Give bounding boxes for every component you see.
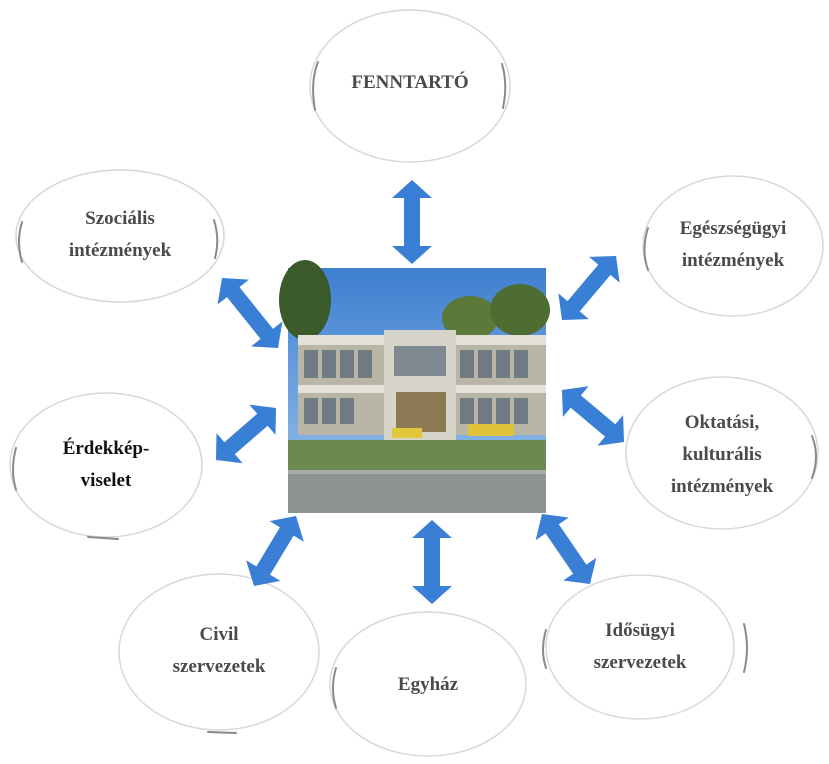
node-fenntarto: FENNTARTÓ [309,9,511,163]
arrow-civil [246,516,304,586]
node-szocialis-line-1: Szociális [85,208,155,229]
svg-text:viselet: viselet [81,470,132,491]
node-fenntarto-line-1: FENNTARTÓ [351,71,468,93]
svg-text:Egészségügyi: Egészségügyi [680,218,787,239]
node-idosugyi-line-1: Idősügyi [605,620,675,641]
svg-text:Idősügyi: Idősügyi [605,620,675,641]
arrow-erdekkep [216,404,276,464]
arrow-idosugyi [535,514,597,584]
arrow-egyhaz [412,520,452,604]
svg-text:Szociális: Szociális [85,208,155,229]
node-egeszsegugyi: Egészségügyi intézmények [642,175,824,317]
node-egeszsegugyi-line-2: intézmények [682,250,785,271]
node-erdekkep-line-2: viselet [81,470,132,491]
node-civil: Civil szervezetek [118,573,320,734]
svg-text:Civil: Civil [199,624,238,645]
svg-text:intézmények: intézmények [69,240,172,261]
node-idosugyi-line-2: szervezetek [594,652,687,673]
node-oktatasi-line-1: Oktatási, [685,412,760,433]
node-szocialis-line-2: intézmények [69,240,172,261]
connector-arrows [216,180,624,604]
node-civil-line-1: Civil [199,624,238,645]
node-egyhaz-line-1: Egyház [398,674,459,695]
svg-text:Érdekkép-: Érdekkép- [63,437,150,459]
svg-text:szervezetek: szervezetek [594,652,687,673]
svg-text:FENNTARTÓ: FENNTARTÓ [351,71,468,93]
node-civil-line-2: szervezetek [173,656,266,677]
node-erdekkep-line-1: Érdekkép- [63,437,150,459]
svg-text:kulturális: kulturális [682,444,761,465]
node-oktatasi-line-2: kulturális [682,444,761,465]
center-building-photo [279,260,550,513]
svg-text:intézmények: intézmények [671,476,774,497]
node-oktatasi-line-3: intézmények [671,476,774,497]
node-egyhaz: Egyház [329,611,527,757]
node-egeszsegugyi-line-1: Egészségügyi [680,218,787,239]
node-oktatasi: Oktatási, kulturális intézmények [625,376,819,530]
node-szocialis: Szociális intézmények [15,169,225,303]
arrow-fenntarto [392,180,432,264]
node-idosugyi: Idősügyi szervezetek [542,574,748,720]
node-erdekkep: Érdekkép- viselet [9,392,203,540]
svg-text:intézmények: intézmények [682,250,785,271]
svg-text:Oktatási,: Oktatási, [685,412,760,433]
arrow-szocialis [217,278,283,348]
arrow-oktatasi [562,386,624,446]
svg-text:Egyház: Egyház [398,674,459,695]
svg-text:szervezetek: szervezetek [173,656,266,677]
arrow-egeszsegugyi [558,256,620,320]
